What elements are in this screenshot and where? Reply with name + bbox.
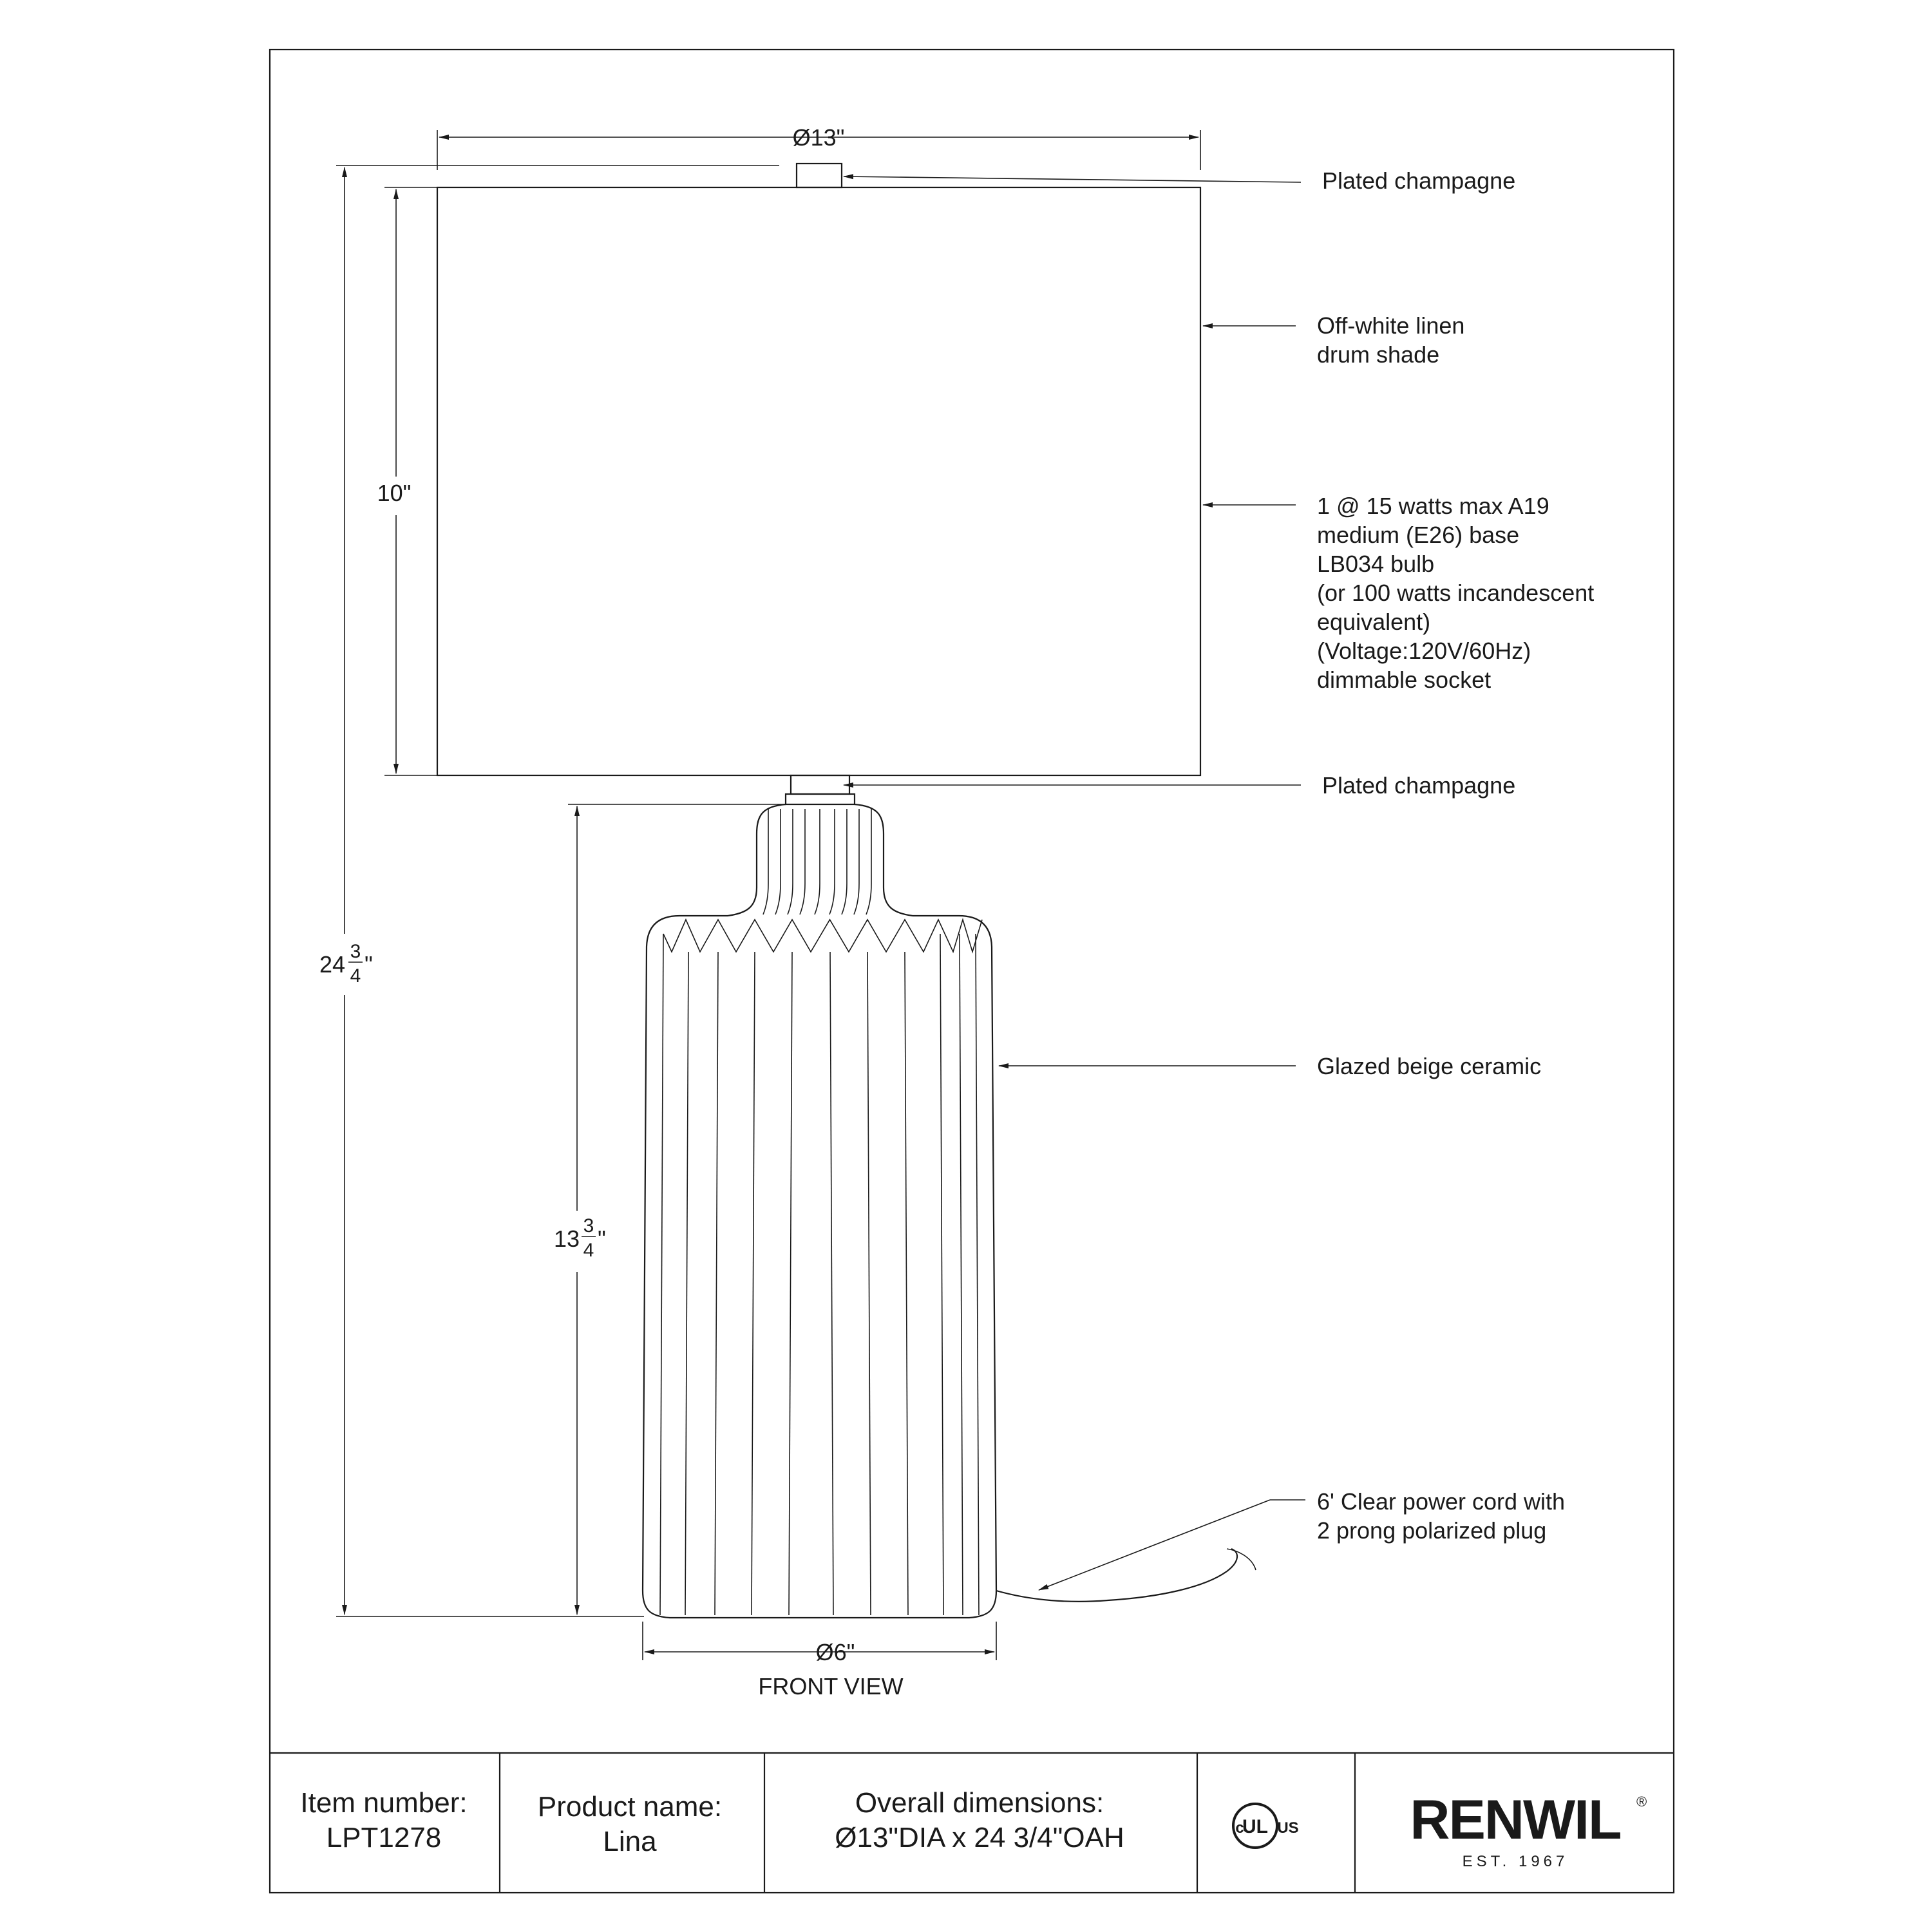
callout-bulb-line-5: equivalent) [1317, 609, 1430, 635]
callout-bulb: 1 @ 15 watts max A19 medium (E26) base L… [1202, 493, 1594, 693]
callout-bulb-line-4: (or 100 watts incandescent [1317, 580, 1594, 606]
callout-cord: 6' Clear power cord with 2 prong polariz… [1038, 1488, 1565, 1591]
callout-cord-line-2: 2 prong polarized plug [1317, 1517, 1546, 1544]
callout-bulb-line-7: dimmable socket [1317, 667, 1491, 693]
shade-height-label: 10" [377, 480, 412, 506]
callout-finial: Plated champagne [843, 167, 1515, 194]
callout-shade-line-1: Off-white linen [1317, 312, 1464, 339]
body-height-numerator: 3 [583, 1215, 594, 1236]
callout-body: Glazed beige ceramic [998, 1053, 1541, 1079]
renwil-logo: RENWIL ® EST. 1967 [1410, 1789, 1647, 1870]
callout-finial-text: Plated champagne [1322, 167, 1515, 194]
body-height-whole: 13 [554, 1226, 580, 1252]
shade-diameter-dimension: Ø13" [437, 124, 1201, 170]
drum-shade [436, 186, 1202, 777]
base-diameter-dimension: Ø6" [642, 1622, 997, 1665]
brand-registered-mark: ® [1636, 1794, 1647, 1810]
title-block: Item number: LPT1278 Product name: Lina … [270, 1752, 1674, 1893]
ul-mark: UL [1242, 1816, 1268, 1837]
item-number-value: LPT1278 [327, 1822, 442, 1853]
brand-name: RENWIL [1410, 1789, 1620, 1851]
ceramic-body [641, 803, 998, 1619]
body-height-denominator: 4 [583, 1240, 594, 1261]
brand-established: EST. 1967 [1463, 1853, 1569, 1870]
neck-cap [784, 793, 856, 806]
callout-cord-line-1: 6' Clear power cord with [1317, 1488, 1565, 1515]
callout-shade: Off-white linen drum shade [1202, 312, 1464, 368]
callout-bulb-line-6: (Voltage:120V/60Hz) [1317, 638, 1531, 664]
product-name-label: Product name: [538, 1791, 722, 1823]
shade-height-dimension: 10" [377, 187, 437, 776]
callout-bulb-line-3: LB034 bulb [1317, 551, 1434, 577]
callout-body-text: Glazed beige ceramic [1317, 1053, 1541, 1079]
product-name-value: Lina [603, 1826, 657, 1857]
ul-us-mark: US [1277, 1819, 1298, 1837]
body-height-inch: " [598, 1226, 606, 1252]
body-height-dimension: 13 3 4 " [554, 804, 786, 1615]
overall-dimensions-label: Overall dimensions: [855, 1787, 1104, 1819]
ul-c-mark: c [1235, 1819, 1244, 1837]
ul-certification-icon: c UL US [1232, 1803, 1299, 1849]
item-number-label: Item number: [300, 1787, 467, 1819]
overall-height-dimension: 24 3 4 " [319, 165, 779, 1617]
view-label: FRONT VIEW [758, 1673, 903, 1700]
power-cord [996, 1548, 1238, 1602]
overall-height-numerator: 3 [350, 941, 361, 962]
sheet-border [269, 48, 1675, 1894]
callout-neck: Plated champagne [843, 772, 1515, 799]
overall-dimensions-value: Ø13"DIA x 24 3/4"OAH [835, 1822, 1124, 1853]
shade-diameter-label: Ø13" [793, 124, 845, 151]
callout-bulb-line-2: medium (E26) base [1317, 522, 1519, 548]
neck-collar [790, 774, 851, 795]
callout-bulb-line-1: 1 @ 15 watts max A19 [1317, 493, 1549, 519]
overall-height-whole: 24 [319, 951, 345, 978]
overall-height-inch: " [365, 951, 373, 978]
finial [795, 162, 843, 189]
base-diameter-label: Ø6" [816, 1639, 855, 1665]
callout-neck-text: Plated champagne [1322, 772, 1515, 799]
callout-shade-line-2: drum shade [1317, 341, 1439, 368]
overall-height-denominator: 4 [350, 965, 361, 987]
